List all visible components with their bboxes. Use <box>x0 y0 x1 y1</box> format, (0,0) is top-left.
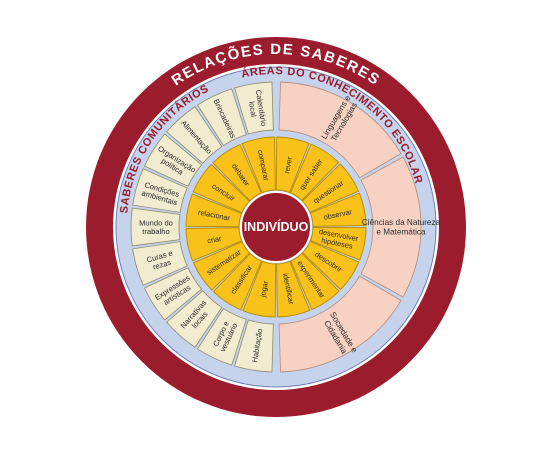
community-box <box>196 88 247 146</box>
community-box <box>143 133 203 187</box>
community-label-line: Mundo do <box>139 218 173 227</box>
community-box <box>143 267 203 321</box>
action-segment <box>289 143 340 202</box>
action-segment <box>301 163 360 213</box>
action-segment <box>212 252 263 311</box>
community-box <box>166 106 223 164</box>
action-segment <box>275 136 310 194</box>
action-segment <box>185 193 243 228</box>
community-box <box>234 319 274 373</box>
action-segment <box>241 136 276 194</box>
community-box <box>132 241 188 286</box>
school-area-box <box>278 81 402 179</box>
action-segment <box>242 260 277 318</box>
community-label-line: trabalho <box>142 227 169 236</box>
action-segment <box>309 226 367 261</box>
community-box <box>234 81 274 135</box>
action-segment <box>212 143 262 202</box>
school-area-box <box>360 156 422 298</box>
action-label-line: criar <box>206 234 222 246</box>
action-label: criar <box>206 234 222 246</box>
center-label: INDIVÍDUO <box>244 219 309 234</box>
school-area-label-line: e Matemática <box>376 228 426 237</box>
action-segment <box>290 252 340 311</box>
action-segment <box>301 240 360 291</box>
action-label: jogar <box>258 279 270 298</box>
action-segment <box>309 192 367 227</box>
action-segment <box>192 241 251 291</box>
community-label-line: local <box>247 101 258 118</box>
community-box <box>166 290 223 348</box>
school-area-box <box>278 275 402 373</box>
community-box <box>132 168 188 213</box>
segment-layer <box>130 81 422 373</box>
center-circle <box>240 191 312 263</box>
action-segment <box>185 227 243 262</box>
school-area-label-line: Ciências da Natureza <box>362 218 441 227</box>
action-segment <box>192 163 251 214</box>
action-label-line: jogar <box>258 279 270 298</box>
action-segment <box>276 260 311 318</box>
action-label: rever <box>282 156 294 175</box>
community-box <box>196 308 247 366</box>
action-label-line: rever <box>282 156 294 175</box>
community-box <box>130 207 181 247</box>
